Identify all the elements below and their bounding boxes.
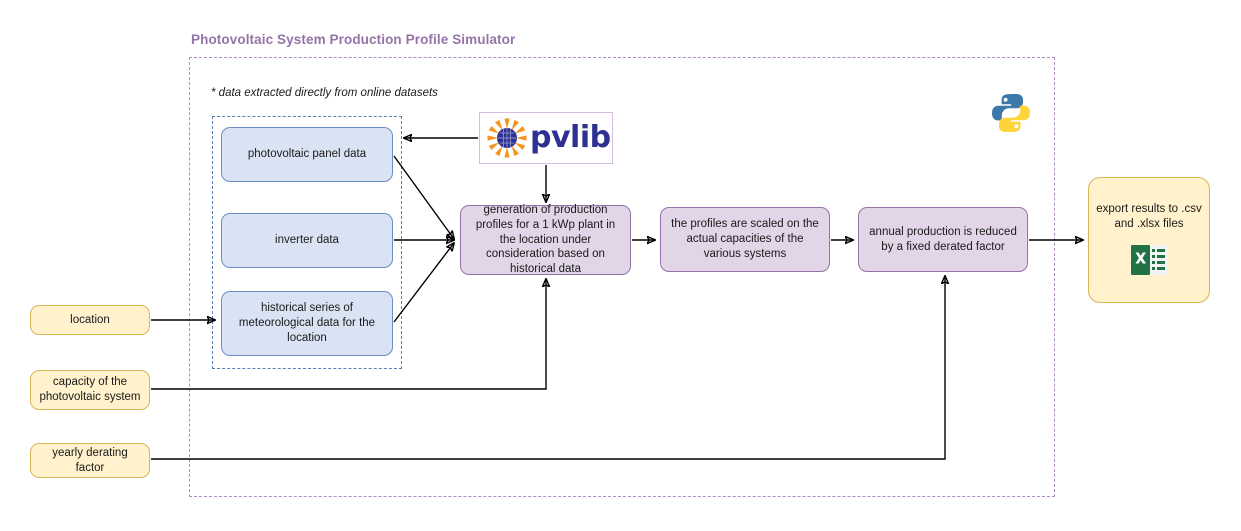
node-input-location[interactable]: location xyxy=(30,305,150,335)
node-label: generation of production profiles for a … xyxy=(475,204,616,276)
pvlib-logo: pvlib xyxy=(479,112,613,164)
node-label: annual production is reduced by a fixed … xyxy=(869,225,1017,253)
node-label: export results to .csv and .xlsx files xyxy=(1096,203,1202,230)
node-label: the profiles are scaled on the actual ca… xyxy=(671,218,819,260)
node-label: photovoltaic panel data xyxy=(247,148,367,161)
node-label: capacity of the photovoltaic system xyxy=(39,376,141,403)
node-export-results[interactable]: export results to .csv and .xlsx files xyxy=(1088,177,1210,303)
pvlib-wordmark: pvlib xyxy=(530,120,611,155)
node-photovoltaic-panel-data[interactable]: photovoltaic panel data xyxy=(221,127,393,182)
node-annual-production-derated[interactable]: annual production is reduced by a fixed … xyxy=(858,207,1028,272)
node-label: inverter data xyxy=(275,234,339,247)
excel-icon xyxy=(1131,245,1167,276)
node-inverter-data[interactable]: inverter data xyxy=(221,213,393,268)
node-label: historical series of meteorological data… xyxy=(238,302,376,344)
node-generation-of-production-profiles[interactable]: generation of production profiles for a … xyxy=(460,204,631,276)
pvlib-sun-icon xyxy=(487,118,527,158)
diagram-title: Photovoltaic System Production Profile S… xyxy=(191,32,516,47)
python-logo-icon xyxy=(992,94,1030,132)
datasets-footnote: * data extracted directly from online da… xyxy=(211,87,438,99)
node-label: yearly derating factor xyxy=(52,446,128,474)
node-historical-meteorological-data[interactable]: historical series of meteorological data… xyxy=(221,291,393,356)
node-profiles-scaled-to-capacities[interactable]: the profiles are scaled on the actual ca… xyxy=(660,207,830,272)
node-label: location xyxy=(70,313,110,326)
node-input-system-capacity[interactable]: capacity of the photovoltaic system xyxy=(30,370,150,410)
node-input-yearly-derating-factor[interactable]: yearly derating factor xyxy=(30,443,150,478)
